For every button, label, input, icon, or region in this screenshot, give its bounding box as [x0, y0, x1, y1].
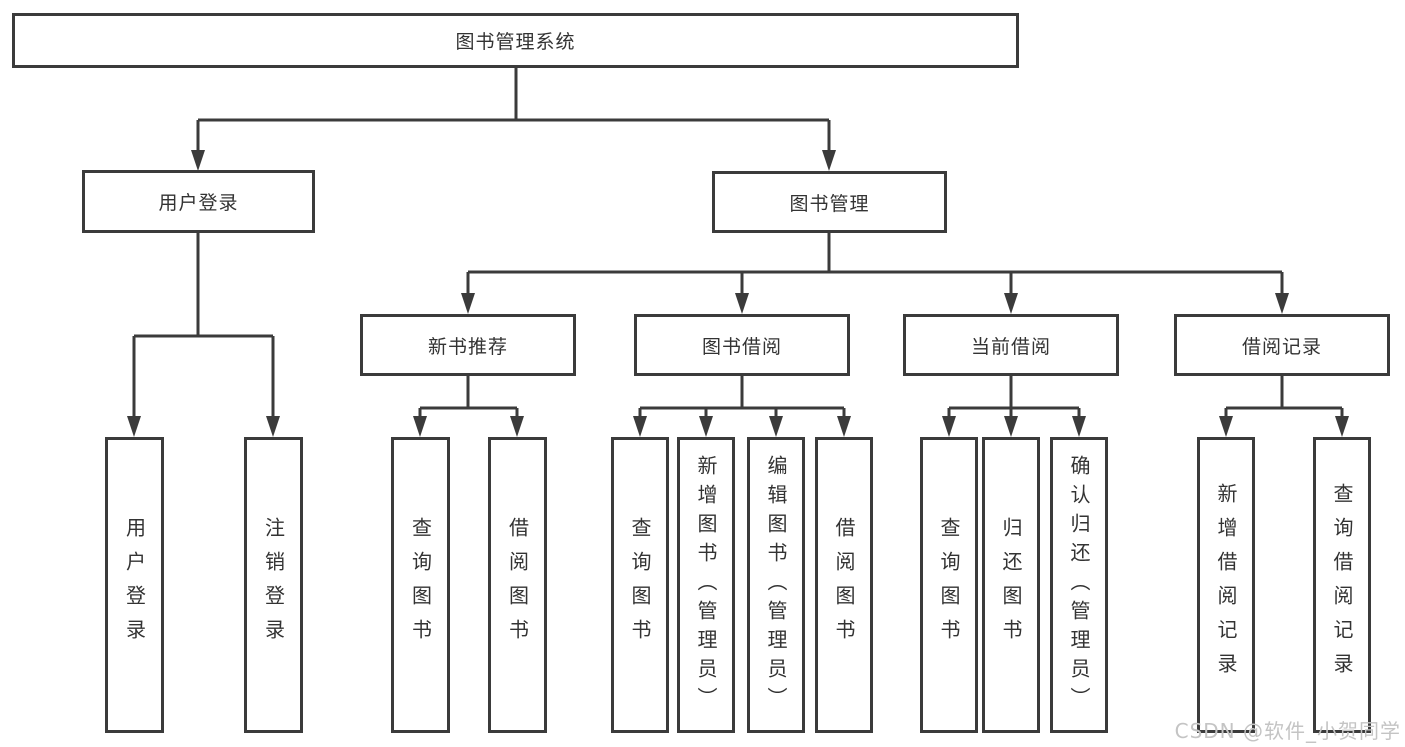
- arrowhead: [837, 416, 851, 437]
- arrowhead: [413, 416, 427, 437]
- leaf-query-books-recommend: 查询图书: [391, 437, 450, 733]
- leaf-query-borrow-record: 查询借阅记录: [1313, 437, 1371, 733]
- leaf-query-books-current: 查询图书: [920, 437, 978, 733]
- arrowhead: [769, 416, 783, 437]
- node-borrowing-records: 借阅记录: [1174, 314, 1390, 376]
- arrowhead: [191, 150, 205, 171]
- arrowhead: [1004, 293, 1018, 314]
- arrowhead: [266, 416, 280, 437]
- leaf-user-login: 用户登录: [105, 437, 164, 733]
- csdn-watermark: CSDN @软件_小贺同学: [1174, 719, 1401, 743]
- arrowhead: [1072, 416, 1086, 437]
- node-user-login: 用户登录: [82, 170, 315, 233]
- leaf-borrow-books-borrowing: 借阅图书: [815, 437, 873, 733]
- node-book-management: 图书管理: [712, 171, 947, 233]
- arrowhead: [1275, 293, 1289, 314]
- arrowhead: [942, 416, 956, 437]
- leaf-add-borrow-record: 新增借阅记录: [1197, 437, 1255, 733]
- leaf-query-books-borrowing: 查询图书: [611, 437, 669, 733]
- arrowhead: [1004, 416, 1018, 437]
- edge-borrowing-records-to-leaves: [1219, 376, 1349, 437]
- edge-new-book-recommendation-to-leaves: [413, 376, 524, 437]
- arrowhead: [633, 416, 647, 437]
- node-library-management-system: 图书管理系统: [12, 13, 1019, 68]
- node-current-borrowing: 当前借阅: [903, 314, 1119, 376]
- edge-root-to-level2: [191, 68, 836, 171]
- edge-user-login-to-leaves: [127, 233, 280, 437]
- arrowhead: [1335, 416, 1349, 437]
- arrowhead: [461, 293, 475, 314]
- arrowhead: [699, 416, 713, 437]
- node-book-borrowing: 图书借阅: [634, 314, 850, 376]
- arrowhead: [822, 150, 836, 171]
- leaf-add-books-admin: 新增图书（管理员）: [677, 437, 735, 733]
- arrowhead: [735, 293, 749, 314]
- arrowhead: [1219, 416, 1233, 437]
- edge-current-borrowing-to-leaves: [942, 376, 1086, 437]
- leaf-logout-login: 注销登录: [244, 437, 303, 733]
- edge-book-borrowing-to-leaves: [633, 376, 851, 437]
- arrowhead: [127, 416, 141, 437]
- edge-book-management-to-level3: [461, 233, 1289, 314]
- leaf-return-books: 归还图书: [982, 437, 1040, 733]
- leaf-edit-books-admin: 编辑图书（管理员）: [747, 437, 805, 733]
- leaf-borrow-books-recommend: 借阅图书: [488, 437, 547, 733]
- node-new-book-recommendation: 新书推荐: [360, 314, 576, 376]
- arrowhead: [510, 416, 524, 437]
- leaf-confirm-return-admin: 确认归还（管理员）: [1050, 437, 1108, 733]
